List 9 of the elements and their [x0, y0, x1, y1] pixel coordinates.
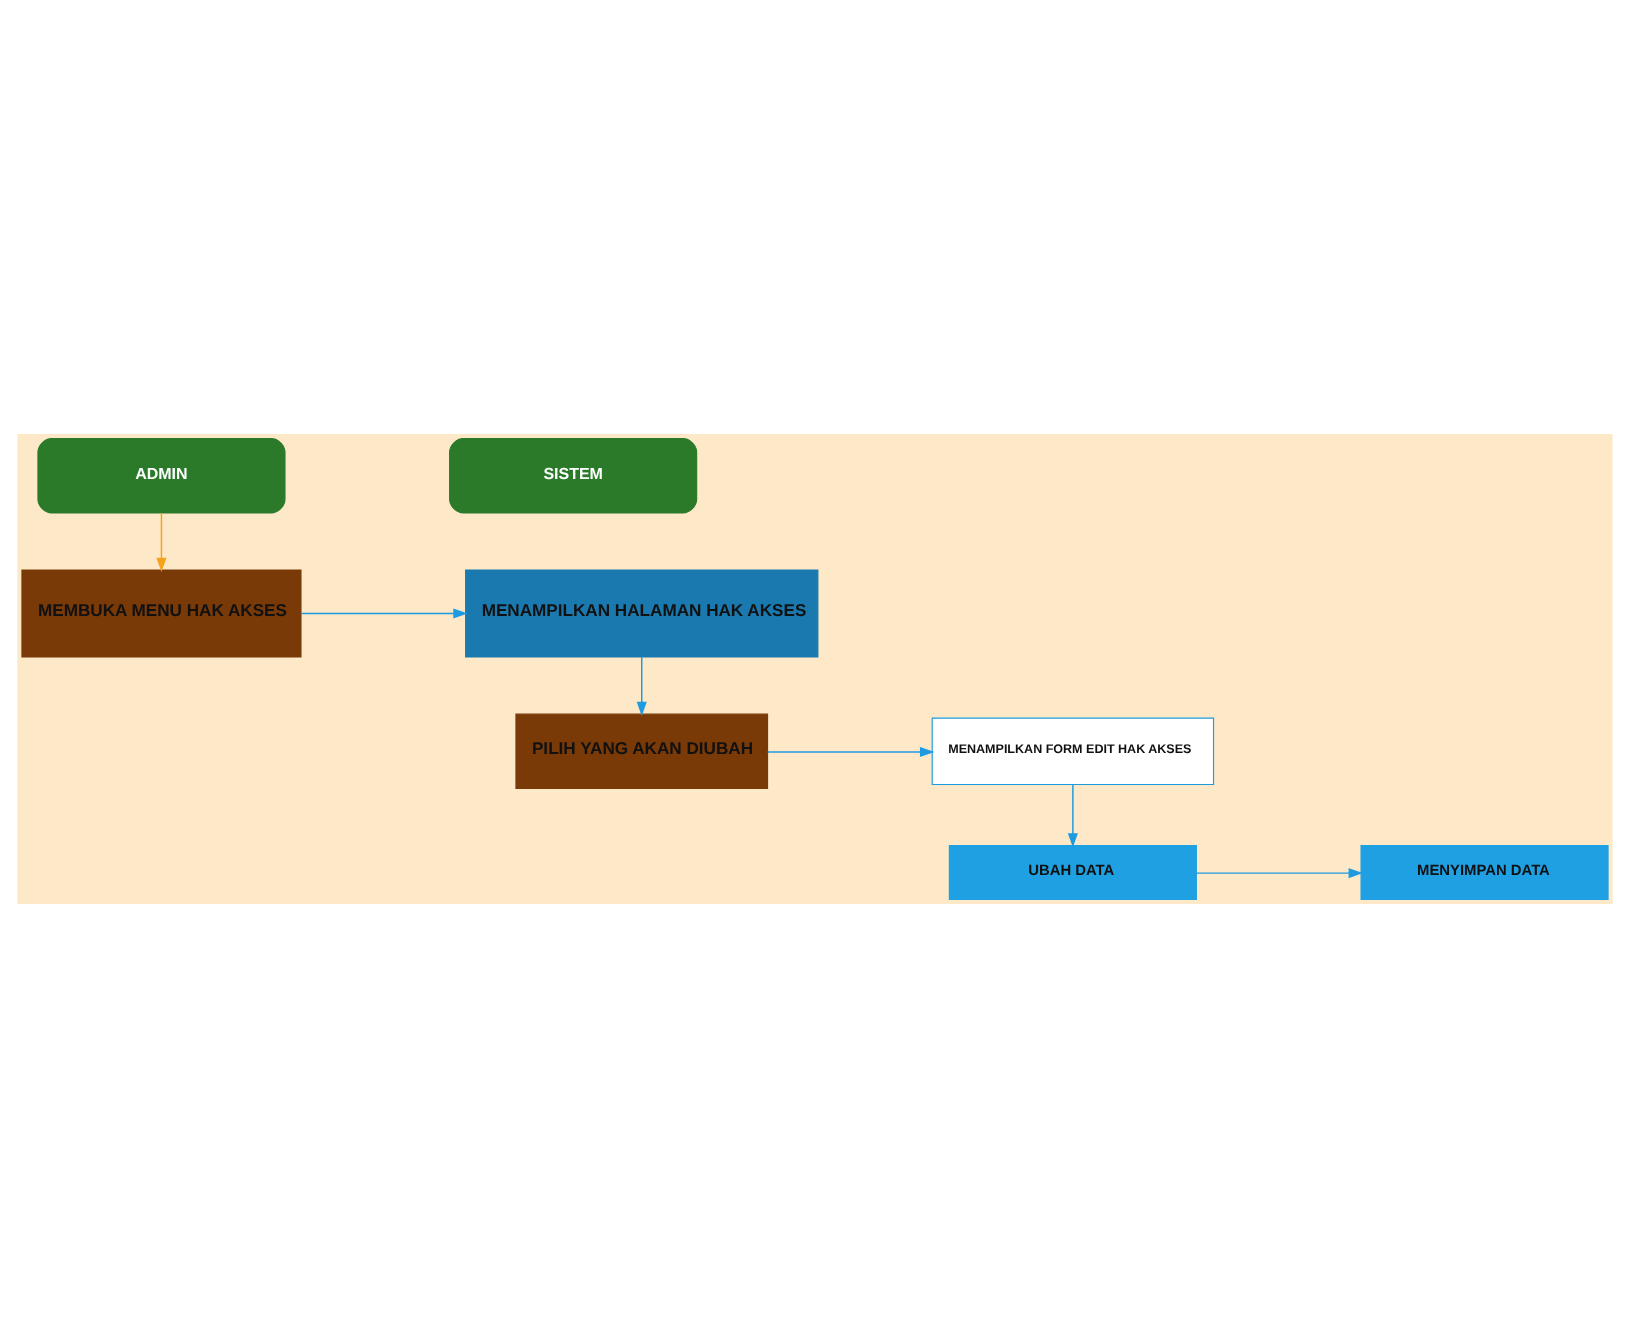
- arrow: [766, 745, 935, 756]
- node-box: PILIH YANG AKAN DIUBAH: [515, 712, 769, 789]
- arrow: [636, 655, 647, 716]
- arrow: [1067, 783, 1078, 847]
- arrow: [156, 511, 167, 572]
- node-box: MENAMPILKAN HALAMAN HAK AKSES: [465, 568, 819, 657]
- arrow: [1195, 867, 1363, 878]
- node-box: MEMBUKA MENU HAK AKSES: [21, 568, 302, 657]
- arrow: [300, 607, 468, 618]
